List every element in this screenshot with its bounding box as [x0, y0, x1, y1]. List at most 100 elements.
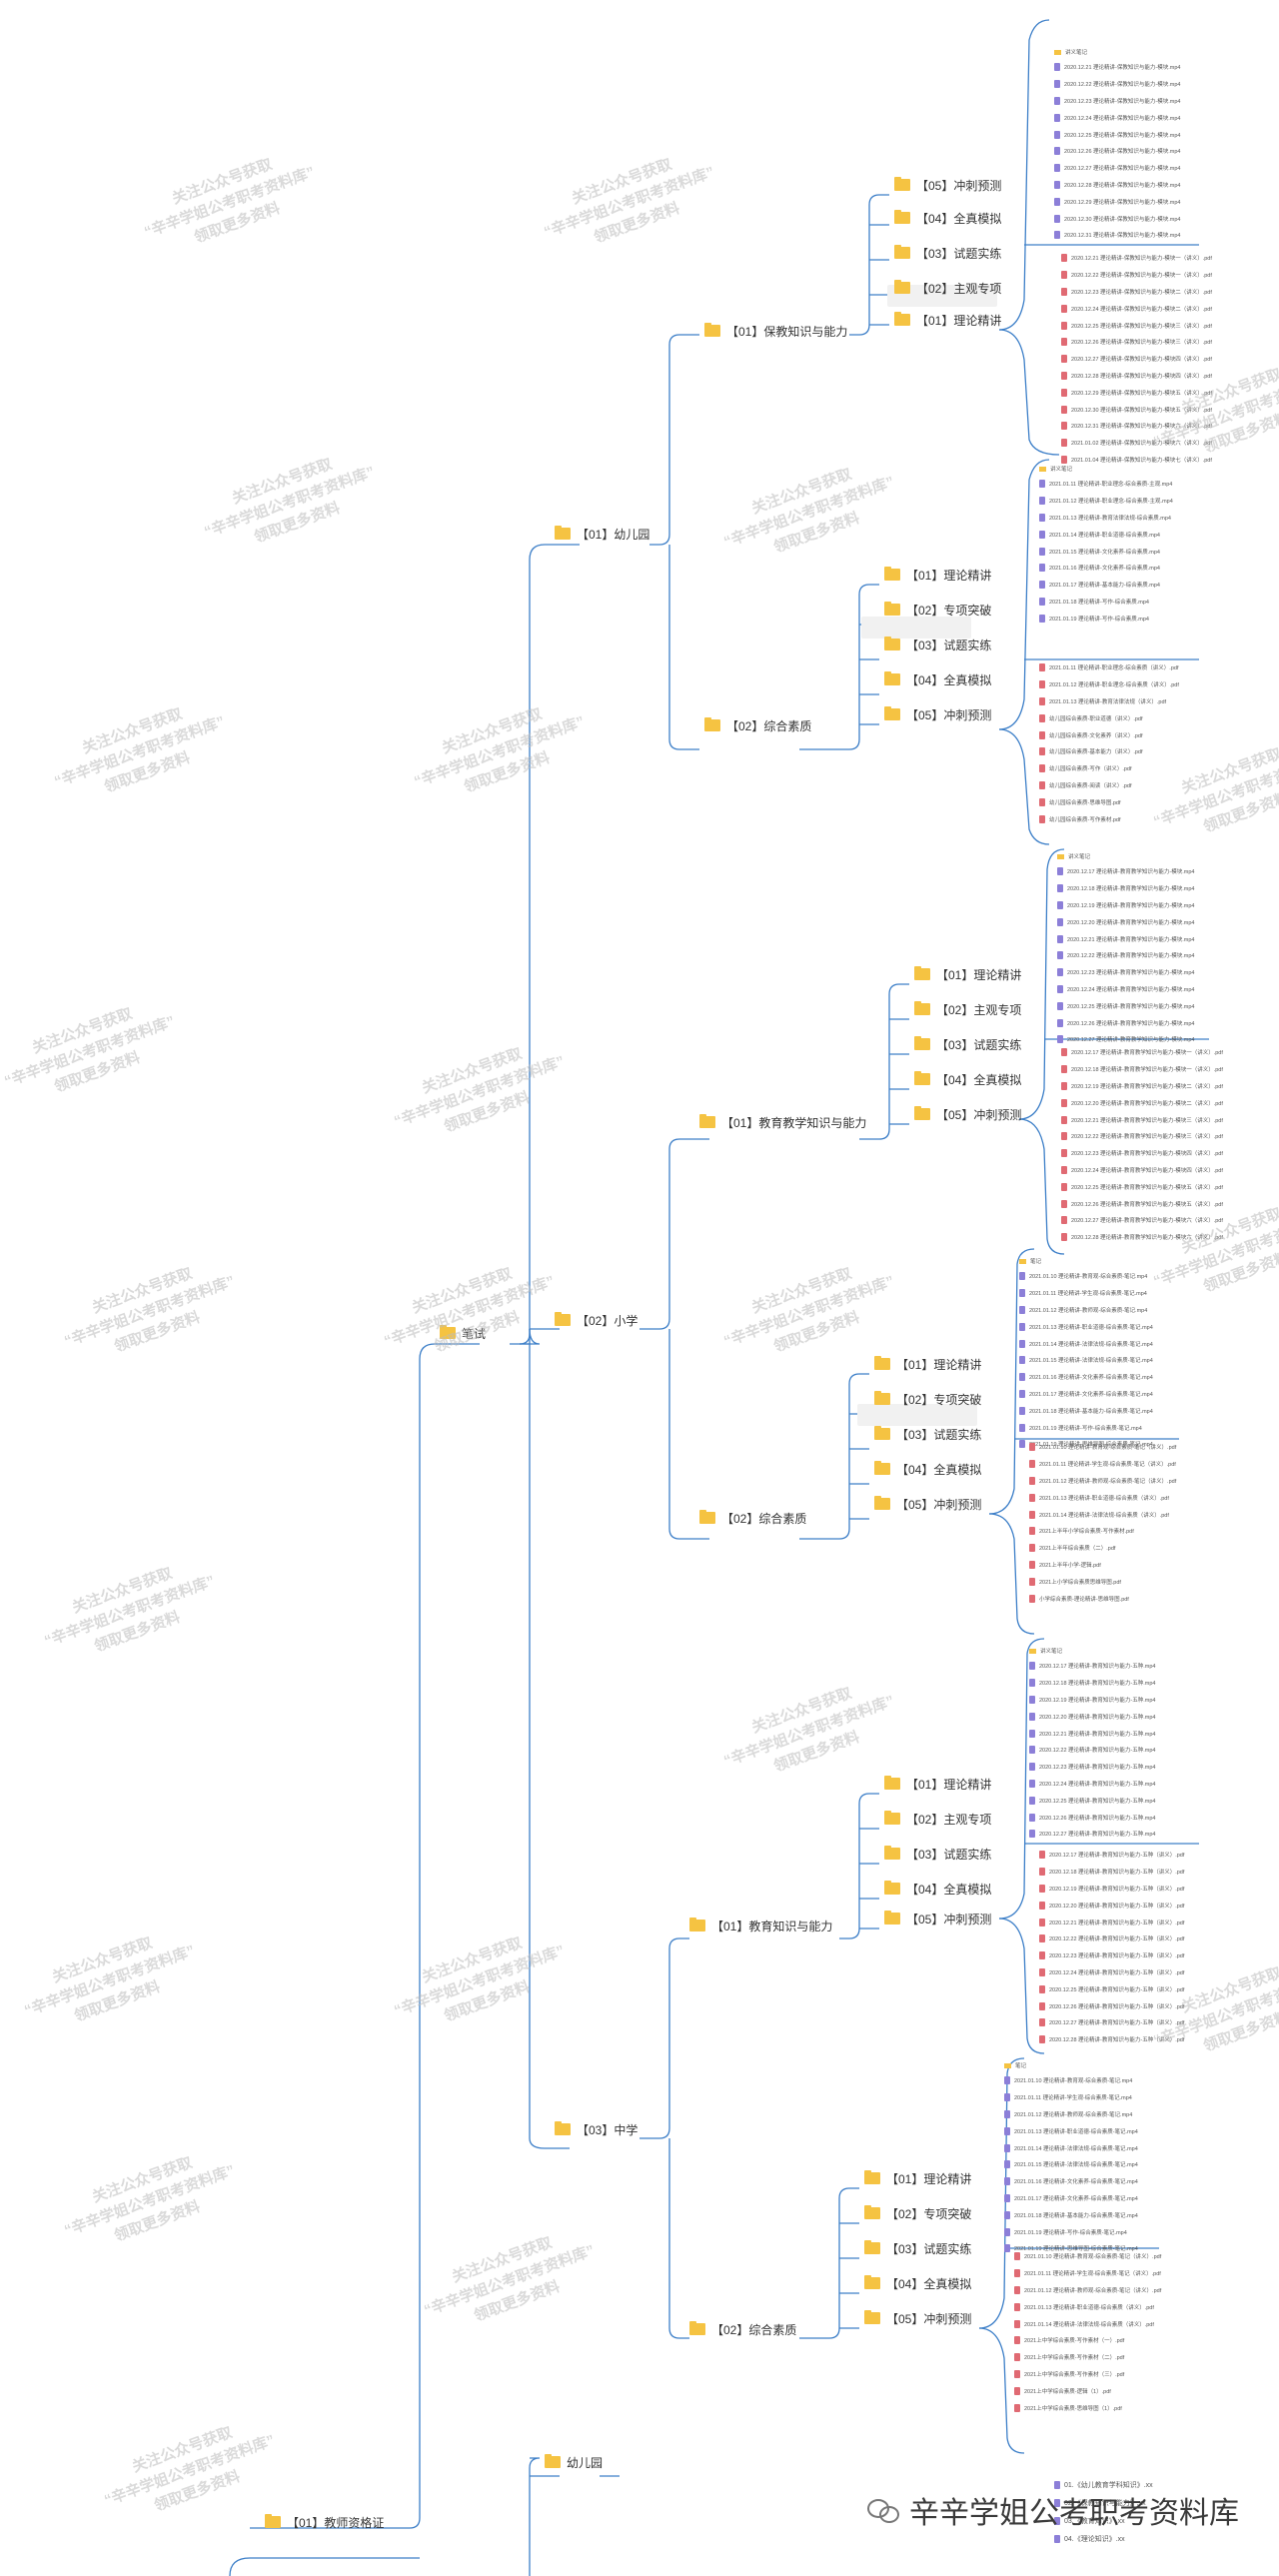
- file-item[interactable]: 2021.01.10 理论精讲-教育观-综合素质-笔记（讲义）.pdf: [1029, 1439, 1199, 1456]
- file-item[interactable]: 2020.12.26 理论精讲-教育知识与能力-五种.mp4: [1029, 1809, 1199, 1826]
- file-item[interactable]: 幼儿园综合素质-写作（讲义）.pdf: [1039, 760, 1209, 777]
- file-item[interactable]: 2021.01.18 理论精讲-基本能力-综合素质-笔记.mp4: [1019, 1402, 1189, 1419]
- file-item[interactable]: 2020.12.17 理论精讲-教育知识与能力-五种（讲义）.pdf: [1039, 1847, 1209, 1864]
- category-node[interactable]: 【01】理论精讲: [864, 2169, 971, 2187]
- file-item[interactable]: 2020.12.21 理论精讲-保教知识与能力-模块.mp4: [1054, 59, 1224, 76]
- file-item[interactable]: 2021上中学综合素质-写作素材（二）.pdf: [1014, 2349, 1184, 2366]
- file-list-header[interactable]: 笔记: [1004, 2058, 1174, 2072]
- file-item[interactable]: 2020.12.18 理论精讲-教育知识与能力-五种（讲义）.pdf: [1039, 1864, 1209, 1881]
- file-item[interactable]: 2021.01.17 理论精讲-文化素养-综合素质-笔记.mp4: [1004, 2190, 1174, 2207]
- file-item[interactable]: 2020.12.24 理论精讲-教育知识与能力-五种.mp4: [1029, 1776, 1199, 1793]
- category-node[interactable]: 【03】试题实练: [884, 1845, 991, 1863]
- file-item[interactable]: 2020.12.18 理论精讲-教育教学知识与能力-模块一（讲义）.pdf: [1061, 1061, 1231, 1078]
- file-item[interactable]: 2021.01.11 理论精讲-职业理念-综合素质（讲义）.pdf: [1039, 659, 1209, 676]
- category-node[interactable]: 【04】全真模拟: [884, 1880, 991, 1898]
- file-item[interactable]: 2020.12.27 理论精讲-教育教学知识与能力-模块六（讲义）.pdf: [1061, 1212, 1231, 1229]
- file-item[interactable]: 2021.01.10 理论精讲-教育观-综合素质-笔记（讲义）.pdf: [1014, 2248, 1184, 2265]
- file-item[interactable]: 02.《保教知识与能力》.xx: [1054, 2494, 1234, 2512]
- subject-node[interactable]: 【01】保教知识与能力: [704, 322, 847, 340]
- file-item[interactable]: 2020.12.31 理论精讲-保教知识与能力-模块.mp4: [1054, 227, 1224, 244]
- file-item[interactable]: 幼儿园综合素质-基本能力（讲义）.pdf: [1039, 743, 1209, 760]
- file-item[interactable]: 2020.12.23 理论精讲-教育教学知识与能力-模块.mp4: [1057, 964, 1227, 981]
- file-item[interactable]: 03.《教育知识》.xx: [1054, 2512, 1234, 2530]
- file-item[interactable]: 2020.12.21 理论精讲-教育教学知识与能力-模块.mp4: [1057, 930, 1227, 947]
- stage-node-middle[interactable]: 【03】中学: [555, 2120, 638, 2138]
- file-item[interactable]: 2021.01.15 理论精讲-文化素养-综合素质.mp4: [1039, 543, 1209, 560]
- file-item[interactable]: 2021.01.18 理论精讲-基本能力-综合素质-笔记.mp4: [1004, 2206, 1174, 2223]
- file-item[interactable]: 2021上半年小学综合素质-写作素材.pdf: [1029, 1523, 1199, 1540]
- file-item[interactable]: 2020.12.26 理论精讲-教育教学知识与能力-模块五（讲义）.pdf: [1061, 1195, 1231, 1212]
- file-list-header[interactable]: 讲义笔记: [1039, 462, 1209, 476]
- file-item[interactable]: 2021.01.11 理论精讲-学生观-综合素质-笔记（讲义）.pdf: [1029, 1456, 1199, 1473]
- file-list-header[interactable]: 笔记: [1019, 1254, 1189, 1268]
- file-item[interactable]: 2020.12.28 理论精讲-保教知识与能力-模块四（讲义）.pdf: [1061, 368, 1231, 385]
- file-item[interactable]: 2020.12.18 理论精讲-教育教学知识与能力-模块.mp4: [1057, 880, 1227, 897]
- file-item[interactable]: 2020.12.23 理论精讲-保教知识与能力-模块二（讲义）.pdf: [1061, 284, 1231, 301]
- file-item[interactable]: 2020.12.22 理论精讲-保教知识与能力-模块一（讲义）.pdf: [1061, 267, 1231, 284]
- file-item[interactable]: 2020.12.19 理论精讲-教育知识与能力-五种.mp4: [1029, 1692, 1199, 1709]
- file-item[interactable]: 2020.12.23 理论精讲-教育知识与能力-五种.mp4: [1029, 1759, 1199, 1776]
- file-item[interactable]: 2020.12.30 理论精讲-保教知识与能力-模块.mp4: [1054, 210, 1224, 227]
- category-node[interactable]: 【04】全真模拟: [874, 1460, 981, 1478]
- file-item[interactable]: 2020.12.25 理论精讲-教育教学知识与能力-模块五（讲义）.pdf: [1061, 1178, 1231, 1195]
- file-item[interactable]: 2021.01.14 理论精讲-法律法规-综合素质-笔记.mp4: [1004, 2139, 1174, 2156]
- file-item[interactable]: 2021.01.19 理论精讲-思维导图-综合素质-笔记.mp4: [1004, 2240, 1174, 2257]
- category-node[interactable]: 【01】理论精讲: [884, 566, 991, 584]
- file-item[interactable]: 2021.01.11 理论精讲-职业理念-综合素质-主观.mp4: [1039, 476, 1209, 493]
- category-node[interactable]: 【05】冲刺预测: [884, 1910, 991, 1928]
- file-item[interactable]: 2020.12.23 理论精讲-教育知识与能力-五种（讲义）.pdf: [1039, 1947, 1209, 1964]
- file-item[interactable]: 04.《理论知识》.xx: [1054, 2530, 1234, 2548]
- category-node[interactable]: 【02】主观专项: [884, 1810, 991, 1828]
- file-item[interactable]: 2021.01.16 理论精讲-文化素养-综合素质-笔记.mp4: [1019, 1369, 1189, 1386]
- file-item[interactable]: 2020.12.30 理论精讲-保教知识与能力-模块五（讲义）.pdf: [1061, 401, 1231, 418]
- file-item[interactable]: 2020.12.20 理论精讲-教育教学知识与能力-模块二（讲义）.pdf: [1061, 1094, 1231, 1111]
- file-item[interactable]: 2021.01.13 理论精讲-职业道德-综合素质（讲义）.pdf: [1029, 1489, 1199, 1506]
- file-item[interactable]: 2021.01.15 理论精讲-法律法规-综合素质-笔记.mp4: [1019, 1352, 1189, 1369]
- category-node[interactable]: 【02】主观专项: [894, 279, 1001, 297]
- category-node[interactable]: 【04】全真模拟: [884, 670, 991, 688]
- file-item[interactable]: 2021.01.13 理论精讲-教育法律法规-综合素质.mp4: [1039, 510, 1209, 527]
- file-item[interactable]: 2021.01.14 理论精讲-法律法规-综合素质-笔记.mp4: [1019, 1335, 1189, 1352]
- category-node[interactable]: 【01】理论精讲: [884, 1775, 991, 1793]
- file-item[interactable]: 2020.12.25 理论精讲-保教知识与能力-模块三（讲义）.pdf: [1061, 317, 1231, 334]
- file-item[interactable]: 2021.01.15 理论精讲-法律法规-综合素质-笔记.mp4: [1004, 2156, 1174, 2173]
- category-node[interactable]: 【02】主观专项: [914, 1000, 1021, 1018]
- category-node[interactable]: 【01】理论精讲: [874, 1355, 981, 1373]
- file-item[interactable]: 小学综合素质-理论精讲-思维导图.pdf: [1029, 1590, 1199, 1607]
- file-item[interactable]: 2021.01.14 理论精讲-职业道德-综合素质.mp4: [1039, 526, 1209, 543]
- file-item[interactable]: 2021.01.19 理论精讲-思维导图-综合素质-笔记.mp4: [1019, 1436, 1189, 1453]
- file-item[interactable]: 2020.12.28 理论精讲-保教知识与能力-模块.mp4: [1054, 177, 1224, 194]
- file-item[interactable]: 2020.12.27 理论精讲-保教知识与能力-模块.mp4: [1054, 160, 1224, 177]
- file-item[interactable]: 2021.01.13 理论精讲-职业道德-综合素质-笔记.mp4: [1019, 1318, 1189, 1335]
- file-item[interactable]: 2020.12.22 理论精讲-教育知识与能力-五种（讲义）.pdf: [1039, 1931, 1209, 1947]
- file-item[interactable]: 2020.12.25 理论精讲-教育知识与能力-五种.mp4: [1029, 1792, 1199, 1809]
- file-item[interactable]: 2020.12.29 理论精讲-保教知识与能力-模块五（讲义）.pdf: [1061, 384, 1231, 401]
- file-item[interactable]: 2021.01.11 理论精讲-学生观-综合素质-笔记.mp4: [1004, 2089, 1174, 2106]
- file-item[interactable]: 2021.01.19 理论精讲-写作-综合素质-笔记.mp4: [1004, 2223, 1174, 2240]
- file-item[interactable]: 2021.01.13 理论精讲-职业道德-综合素质（讲义）.pdf: [1014, 2298, 1184, 2315]
- file-item[interactable]: 2021.01.16 理论精讲-文化素养-综合素质.mp4: [1039, 560, 1209, 577]
- file-item[interactable]: 2020.12.27 理论精讲-教育知识与能力-五种.mp4: [1029, 1826, 1199, 1843]
- file-item[interactable]: 2020.12.24 理论精讲-教育教学知识与能力-模块四（讲义）.pdf: [1061, 1162, 1231, 1179]
- file-item[interactable]: 2020.12.17 理论精讲-教育知识与能力-五种.mp4: [1029, 1658, 1199, 1675]
- file-item[interactable]: 2021.01.11 理论精讲-学生观-综合素质-笔记（讲义）.pdf: [1014, 2265, 1184, 2282]
- file-item[interactable]: 2021.01.11 理论精讲-学生观-综合素质-笔记.mp4: [1019, 1285, 1189, 1302]
- file-item[interactable]: 2021.01.12 理论精讲-教师观-综合素质-笔记（讲义）.pdf: [1029, 1473, 1199, 1490]
- file-item[interactable]: 2020.12.21 理论精讲-教育教学知识与能力-模块三（讲义）.pdf: [1061, 1111, 1231, 1128]
- file-item[interactable]: 2020.12.18 理论精讲-教育知识与能力-五种.mp4: [1029, 1675, 1199, 1692]
- file-item[interactable]: 2020.12.26 理论精讲-教育知识与能力-五种（讲义）.pdf: [1039, 1997, 1209, 2014]
- file-item[interactable]: 2020.12.26 理论精讲-保教知识与能力-模块三（讲义）.pdf: [1061, 334, 1231, 351]
- file-item[interactable]: 幼儿园综合素质-职业道德（讲义）.pdf: [1039, 709, 1209, 726]
- file-item[interactable]: 2021.01.12 理论精讲-教师观-综合素质-笔记.mp4: [1019, 1302, 1189, 1319]
- file-item[interactable]: 2020.12.25 理论精讲-教育教学知识与能力-模块.mp4: [1057, 997, 1227, 1014]
- category-node[interactable]: 【03】试题实练: [874, 1425, 981, 1443]
- file-item[interactable]: 2020.12.22 理论精讲-教育教学知识与能力-模块三（讲义）.pdf: [1061, 1128, 1231, 1145]
- category-node[interactable]: 【05】冲刺预测: [914, 1105, 1021, 1123]
- category-node[interactable]: 【03】试题实练: [864, 2239, 971, 2257]
- category-node[interactable]: 【03】试题实练: [884, 636, 991, 653]
- file-item[interactable]: 2021.01.16 理论精讲-文化素养-综合素质-笔记.mp4: [1004, 2173, 1174, 2190]
- file-item[interactable]: 2021.01.19 理论精讲-写作-综合素质-笔记.mp4: [1019, 1419, 1189, 1436]
- file-item[interactable]: 2020.12.17 理论精讲-教育教学知识与能力-模块.mp4: [1057, 863, 1227, 880]
- category-node[interactable]: 【03】试题实练: [914, 1035, 1021, 1053]
- file-item[interactable]: 2021.01.02 理论精讲-保教知识与能力-模块六（讲义）.pdf: [1061, 435, 1231, 452]
